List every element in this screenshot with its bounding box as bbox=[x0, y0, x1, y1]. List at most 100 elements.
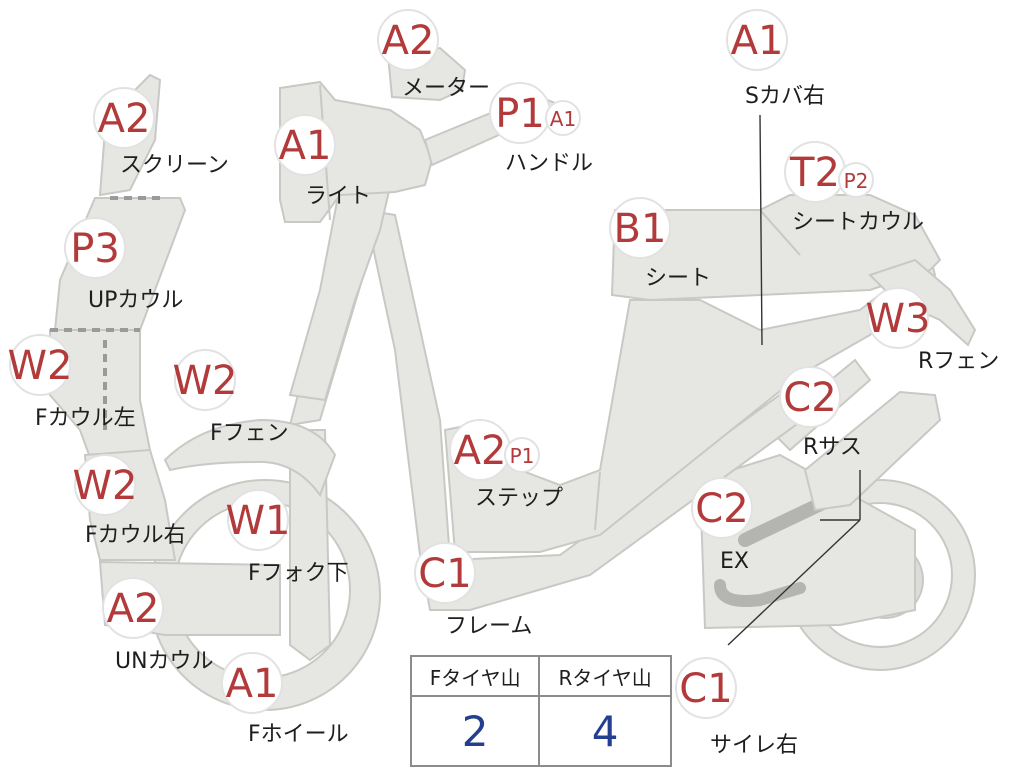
part-label-screen: スクリーン bbox=[120, 153, 229, 178]
part-label-f-fender: Fフェン bbox=[210, 421, 289, 446]
part-label-light: ライト bbox=[305, 184, 371, 209]
grade-badge-un-cowl: A2 bbox=[102, 577, 164, 639]
grade-badge-circle bbox=[227, 489, 289, 551]
grade-code: C1 bbox=[418, 551, 471, 597]
grade-badge-circle bbox=[377, 9, 439, 71]
grade-code: A1 bbox=[731, 18, 784, 64]
part-label-f-fork: Fフォク下 bbox=[248, 561, 349, 586]
grade-badge-circle bbox=[726, 9, 788, 71]
part-label-frame: フレーム bbox=[445, 614, 532, 639]
grade-badge-circle bbox=[779, 366, 841, 428]
grade-badge-circle bbox=[93, 87, 155, 149]
part-label-r-fender: Rフェン bbox=[918, 349, 999, 374]
grade-badge-circle bbox=[102, 577, 164, 639]
grade-badge-circle bbox=[838, 162, 874, 198]
front-tire-header: Fタイヤ山 bbox=[409, 655, 541, 697]
part-label-seat-cowl: シートカウル bbox=[792, 210, 924, 235]
grade-badge-circle bbox=[504, 437, 540, 473]
grade-badge-handle: P1 bbox=[489, 82, 551, 144]
rear-engine-block bbox=[698, 453, 916, 630]
part-label-handle: ハンドル bbox=[505, 151, 593, 176]
grade-code: A2 bbox=[454, 428, 507, 474]
grade-badge-circle bbox=[545, 100, 581, 136]
grade-badge-silencer-r: C1 bbox=[675, 657, 737, 719]
front-fender-shape bbox=[163, 418, 337, 498]
part-label-meter: メーター bbox=[402, 76, 490, 101]
grade-code: W2 bbox=[8, 343, 73, 389]
grade-code: W1 bbox=[226, 498, 291, 544]
grade-code: W3 bbox=[866, 296, 931, 342]
front-tire-value: 2 bbox=[409, 695, 541, 767]
part-label-un-cowl: UNカウル bbox=[115, 649, 214, 674]
grade-badge-seat-cowl: T2 bbox=[784, 141, 846, 203]
grade-badge-circle bbox=[74, 454, 136, 516]
grade-code: P3 bbox=[70, 226, 120, 272]
part-label-r-sus: Rサス bbox=[803, 435, 862, 460]
grade-badge-screen: A2 bbox=[93, 87, 155, 149]
grade-badge-circle bbox=[221, 652, 283, 714]
part-label-f-cowl-l: Fカウル左 bbox=[35, 406, 136, 431]
grade-code: A1 bbox=[550, 107, 576, 131]
grade-badge-circle bbox=[691, 477, 753, 539]
grade-badge-r-sus: C2 bbox=[779, 366, 841, 428]
grade-badge-ex: C2 bbox=[691, 477, 753, 539]
exhaust-pipe bbox=[714, 579, 806, 607]
tire-tread-table: Fタイヤ山 Rタイヤ山 2 4 bbox=[409, 655, 672, 767]
rear-tire-header: Rタイヤ山 bbox=[538, 655, 672, 697]
part-label-seat: シート bbox=[645, 266, 711, 291]
grade-badge-light: A1 bbox=[274, 114, 336, 176]
grade-badge-circle bbox=[9, 334, 71, 396]
grade-code: A1 bbox=[226, 661, 279, 707]
rear-suspension bbox=[803, 390, 942, 512]
grade-code: C1 bbox=[679, 666, 732, 712]
grade-code: A2 bbox=[98, 96, 151, 142]
grade-code: W2 bbox=[73, 463, 138, 509]
grade-badge-seat: B1 bbox=[609, 197, 671, 259]
leader-silencer bbox=[727, 519, 861, 646]
part-label-s-cover-r: Sカバ右 bbox=[745, 84, 825, 109]
grade-badge-f-wheel: A1 bbox=[221, 652, 283, 714]
seat-shape bbox=[610, 194, 942, 302]
leader-s-cover bbox=[759, 114, 763, 346]
grade-badge-f-fork: W1 bbox=[226, 489, 291, 551]
grade-code: P1 bbox=[495, 91, 545, 137]
grade-badge-f-cowl-r: W2 bbox=[73, 454, 138, 516]
grade-badge-up-cowl: P3 bbox=[64, 217, 126, 279]
part-label-f-cowl-r: Fカウル右 bbox=[85, 523, 186, 548]
seat-cowl-line bbox=[759, 209, 801, 256]
grade-badge-handle2: A1 bbox=[545, 100, 581, 136]
floor-step bbox=[443, 253, 937, 553]
grade-code: W2 bbox=[173, 358, 238, 404]
grade-badge-circle bbox=[675, 657, 737, 719]
grade-badge-r-fender: W3 bbox=[866, 287, 931, 349]
part-label-silencer-r: サイレ右 bbox=[710, 733, 798, 758]
grade-badge-step2: P1 bbox=[504, 437, 540, 473]
grade-code: T2 bbox=[789, 150, 840, 196]
grade-badge-f-fender: W2 bbox=[173, 349, 238, 411]
grade-code: C2 bbox=[783, 375, 836, 421]
grade-code: P2 bbox=[844, 169, 869, 193]
grade-badge-circle bbox=[414, 542, 476, 604]
part-label-f-wheel: Fホイール bbox=[248, 722, 349, 747]
grade-badge-f-cowl-l: W2 bbox=[8, 334, 73, 396]
grade-code: A1 bbox=[279, 123, 332, 169]
grade-code: B1 bbox=[614, 206, 667, 252]
grade-badge-circle bbox=[867, 287, 929, 349]
grade-badge-frame: C1 bbox=[414, 542, 476, 604]
grade-badge-circle bbox=[274, 114, 336, 176]
grade-code: C2 bbox=[695, 486, 748, 532]
grade-badge-circle bbox=[609, 197, 671, 259]
grade-badge-step: A2 bbox=[449, 419, 511, 481]
part-label-ex: EX bbox=[720, 549, 749, 574]
grade-code: P1 bbox=[510, 444, 535, 468]
grade-code: A2 bbox=[382, 18, 435, 64]
part-label-step: ステップ bbox=[475, 486, 563, 511]
grade-badge-seat-cowl2: P2 bbox=[838, 162, 874, 198]
grade-code: A2 bbox=[107, 586, 160, 632]
part-label-up-cowl: UPカウル bbox=[88, 288, 183, 313]
grade-badge-meter: A2 bbox=[377, 9, 439, 71]
grade-badge-circle bbox=[64, 217, 126, 279]
